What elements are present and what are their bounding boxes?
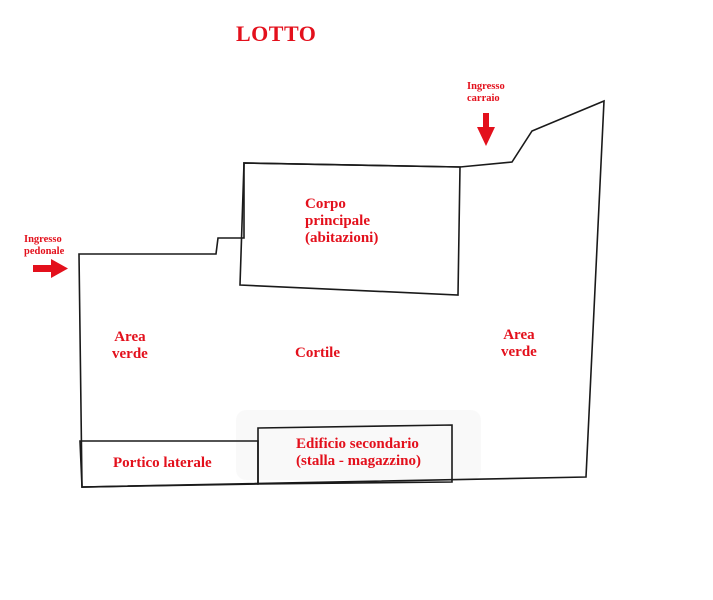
area-verde-left-label: Area verde — [112, 329, 148, 363]
edificio-secondario-outline — [257, 424, 453, 485]
corpo-principale-line3: (abitazioni) — [305, 230, 379, 246]
corpo-principale-outline — [239, 162, 461, 296]
area-verde-right-line1: Area — [503, 327, 535, 343]
area-verde-right-line2: verde — [501, 344, 537, 360]
ingresso-pedonale-line1: Ingresso — [24, 234, 62, 245]
edificio-secondario-line2: (stalla - magazzino) — [296, 453, 421, 469]
ingresso-pedonale-line2: pedonale — [24, 246, 65, 257]
area-verde-left-line1: Area — [114, 329, 146, 345]
corpo-principale-line1: Corpo — [305, 196, 346, 212]
arrow-right-icon — [33, 259, 68, 278]
ingresso-carraio-label: Ingresso carraio — [467, 81, 505, 105]
corpo-principale-label: Corpo principale (abitazioni) — [305, 196, 378, 247]
edificio-secondario-line1: Edificio secondario — [296, 436, 419, 452]
cortile-label: Cortile — [295, 345, 340, 361]
area-verde-left-line2: verde — [112, 346, 148, 362]
page-title: LOTTO — [236, 21, 317, 46]
corpo-principale-line2: principale — [305, 213, 371, 229]
ingresso-carraio-line2: carraio — [467, 93, 500, 104]
ingresso-carraio-line1: Ingresso — [467, 81, 505, 92]
ingresso-pedonale-label: Ingresso pedonale — [24, 234, 64, 258]
lot-boundary — [78, 99, 605, 488]
area-verde-right-label: Area verde — [501, 327, 537, 361]
portico-laterale-label: Portico laterale — [113, 455, 212, 471]
arrow-down-icon — [477, 113, 495, 146]
edificio-secondario-label: Edificio secondario (stalla - magazzino) — [296, 436, 421, 470]
